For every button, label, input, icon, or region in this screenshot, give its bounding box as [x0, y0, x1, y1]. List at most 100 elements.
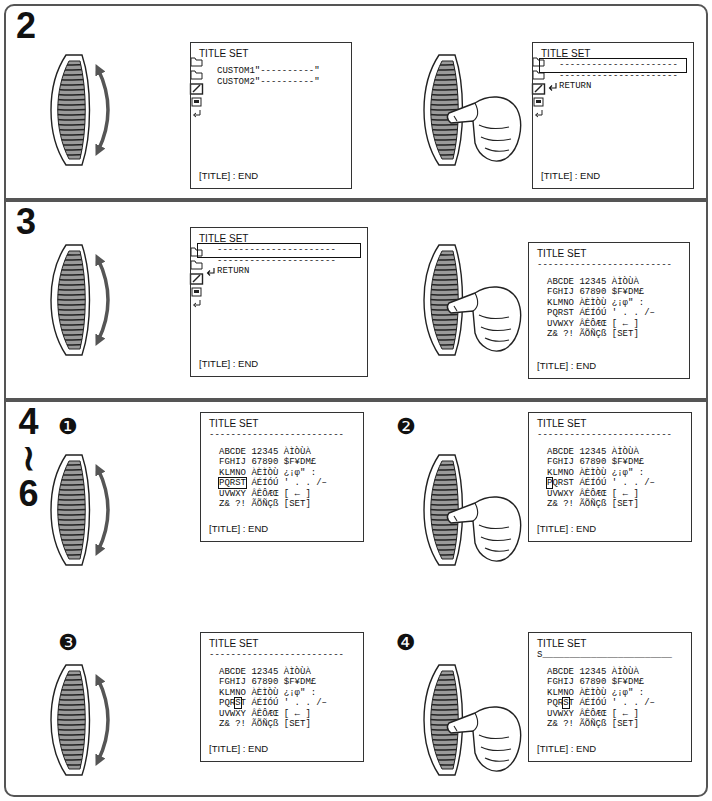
- screen-text: FGHIJ 67890 $F¥DM£: [219, 677, 316, 687]
- screen-text: FGHIJ 67890 $F¥DM£: [547, 677, 644, 687]
- screen-row: -------------------------: [209, 430, 355, 441]
- jog-dial: [51, 55, 108, 165]
- screen-row: PQRST ÁÉÍÓÚ ' . . /–: [537, 478, 683, 489]
- screen-footer: [TITLE] : END: [209, 523, 268, 535]
- screen-text: ABCDE 12345 ÀÌÒÙÀ: [547, 277, 639, 287]
- screen-text: UVWXY ÂÊÔÆŒ [ ← ]: [219, 709, 311, 719]
- screen-text: CUSTOM2"----------": [217, 77, 320, 87]
- screen-row: UVWXY ÂÊÔÆŒ [ ← ]: [537, 709, 683, 720]
- screen-row: KLMNO ÀÈÌÒÙ ¿¡φ" :: [209, 468, 355, 479]
- screen-text: QRST ÁÉÍÓÚ ' . . /–: [552, 478, 655, 488]
- screen-text: Z& ?! ÃÕÑÇß [SET]: [219, 499, 311, 509]
- jog-dial: [424, 665, 521, 775]
- menu-screen: TITLE SET-------------------------ABCDE …: [200, 632, 364, 762]
- screen-text: CUSTOM1"----------": [217, 66, 320, 76]
- menu-icons: [533, 58, 545, 117]
- screen-text: ----------------------: [559, 71, 678, 81]
- menu-screen: TITLE SET-------------------------------…: [190, 227, 368, 377]
- screen-text: KLMNO ÀÈÌÒÙ ¿¡φ" :: [547, 468, 644, 478]
- screen-text: T ÁÉÍÓÚ ' . . /–: [241, 698, 327, 708]
- screen-row: UVWXY ÂÊÔÆŒ [ ← ]: [209, 489, 355, 500]
- menu-screen: TITLE SET-------------------------ABCDE …: [200, 412, 364, 542]
- screen-text: UVWXY ÂÊÔÆŒ [ ← ]: [219, 489, 311, 499]
- screen-text: KLMNO ÀÈÌÒÙ ¿¡φ" :: [219, 688, 316, 698]
- screen-row: FGHIJ 67890 $F¥DM£: [537, 287, 681, 298]
- turn-arrow: [98, 259, 108, 341]
- screen-text: KLMNO ÀÈÌÒÙ ¿¡φ" :: [219, 468, 316, 478]
- screen-footer: [TITLE] : END: [199, 358, 258, 370]
- turn-arrow: [98, 679, 108, 761]
- screen-row: UVWXY ÂÊÔÆŒ [ ← ]: [537, 319, 681, 330]
- screen-row: ABCDE 12345 ÀÌÒÙÀ: [537, 667, 683, 678]
- screen-row: Z& ?! ÃÕÑÇß [SET]: [209, 499, 355, 510]
- screen-row: FGHIJ 67890 $F¥DM£: [537, 677, 683, 688]
- pressing-hand: [447, 497, 520, 561]
- screen-row: -------------------------: [209, 650, 355, 661]
- return-icon: [206, 267, 216, 276]
- menu-icons: [191, 248, 203, 307]
- screen-row: KLMNO ÀÈÌÒÙ ¿¡φ" :: [537, 468, 683, 479]
- screen-row: RETURN: [199, 266, 359, 277]
- pressing-hand: [447, 287, 520, 351]
- screen-row: PQRST ÁÉÍÓÚ ' . . /–: [537, 308, 681, 319]
- screen-text: TITLE SET: [199, 233, 248, 244]
- screen-text: Z& ?! ÃÕÑÇß [SET]: [547, 329, 639, 339]
- screen-text: TITLE SET: [209, 418, 258, 429]
- screen-row: TITLE SET: [537, 418, 683, 430]
- screen-text: ABCDE 12345 ÀÌÒÙÀ: [219, 667, 311, 677]
- screen-row: Z& ?! ÃÕÑÇß [SET]: [537, 499, 683, 510]
- screen-footer: [TITLE] : END: [199, 170, 258, 182]
- screen-row: TITLE SET: [541, 48, 685, 60]
- screen-row: Z& ?! ÃÕÑÇß [SET]: [537, 329, 681, 340]
- callout-number: ❶: [58, 416, 78, 438]
- screen-text: PQR: [219, 698, 235, 708]
- screen-text: ----------------------: [217, 245, 336, 255]
- screen-row: TITLE SET: [209, 418, 355, 430]
- screen-text: PQRST ÁÉÍÓÚ ' . . /–: [547, 308, 655, 318]
- screen-row: FGHIJ 67890 $F¥DM£: [209, 457, 355, 468]
- cursor-text: S: [563, 698, 568, 708]
- screen-row: KLMNO ÀÈÌÒÙ ¿¡φ" :: [537, 298, 681, 309]
- screen-text: UVWXY ÂÊÔÆŒ [ ← ]: [547, 489, 639, 499]
- screen-text: Z& ?! ÃÕÑÇß [SET]: [547, 499, 639, 509]
- screen-row: ----------------------: [199, 245, 359, 256]
- jog-dial: [424, 455, 521, 565]
- screen-row: CUSTOM2"----------": [199, 77, 343, 88]
- screen-text: Z& ?! ÃÕÑÇß [SET]: [219, 719, 311, 729]
- screen-text: FGHIJ 67890 $F¥DM£: [547, 457, 644, 467]
- step-panel: 4 ≀ 6TITLE SET-------------------------A…: [4, 400, 708, 797]
- screen-text: ABCDE 12345 ÀÌÒÙÀ: [547, 447, 639, 457]
- screen-row: PQRSTÁÉÍÓÚ ' . . /–: [209, 478, 355, 489]
- screen-row: S________________________: [537, 650, 683, 661]
- step-number: 3: [16, 204, 36, 240]
- screen-row: TITLE SET: [537, 248, 681, 260]
- screen-text: UVWXY ÂÊÔÆŒ [ ← ]: [547, 319, 639, 329]
- screen-text: RETURN: [559, 81, 591, 91]
- screen-text: TITLE SET: [537, 248, 586, 259]
- screen-row: CUSTOM1"----------": [199, 66, 343, 77]
- screen-text: UVWXY ÂÊÔÆŒ [ ← ]: [547, 709, 639, 719]
- screen-text: -------------------------: [537, 430, 672, 440]
- screen-row: TITLE SET: [199, 48, 343, 60]
- menu-screen: TITLE SET-------------------------ABCDE …: [528, 242, 690, 379]
- screen-footer: [TITLE] : END: [537, 743, 596, 755]
- screen-row: Z& ?! ÃÕÑÇß [SET]: [209, 719, 355, 730]
- menu-screen: TITLE SETS________________________ ABCDE …: [528, 632, 692, 762]
- turn-arrow: [98, 69, 108, 151]
- return-icon: [548, 82, 558, 91]
- screen-text: -------------------------: [209, 430, 344, 440]
- jog-dial: [51, 245, 108, 355]
- screen-row: Z& ?! ÃÕÑÇß [SET]: [537, 719, 683, 730]
- callout-number: ❸: [58, 632, 78, 654]
- pressing-hand: [447, 97, 520, 161]
- screen-row: KLMNO ÀÈÌÒÙ ¿¡φ" :: [537, 688, 683, 699]
- step-number: 4 ≀ 6: [16, 404, 41, 512]
- menu-screen: TITLE SET CUSTOM1"----------"CUSTOM2"----…: [190, 42, 352, 189]
- screen-text: TITLE SET: [541, 48, 590, 59]
- step-number: 2: [16, 8, 36, 44]
- screen-row: PQRST ÁÉÍÓÚ ' . . /–: [537, 698, 683, 709]
- step-panel: 3TITLE SET------------------------------…: [4, 200, 708, 400]
- jog-dial: [51, 665, 108, 775]
- screen-text: TITLE SET: [537, 638, 586, 649]
- screen-text: T ÁÉÍÓÚ ' . . /–: [569, 698, 655, 708]
